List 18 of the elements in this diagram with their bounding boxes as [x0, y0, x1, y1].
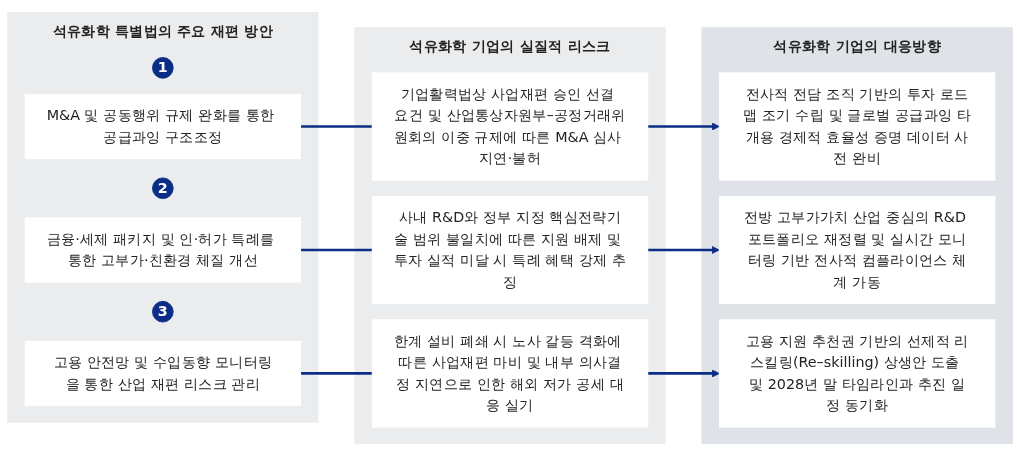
node-box: 전사적 전담 조직 기반의 투자 로드맵 조기 수립 및 글로벌 공급과잉 타개용 경제적 효율성 증명 데이터 사전 완비 [718, 72, 996, 181]
arrow [647, 246, 720, 254]
connector [300, 372, 373, 375]
node-box: 고용 안전망 및 수입동향 모니터링을 통한 산업 재편 리스크 관리 [24, 340, 302, 407]
node-box: 기업활력법상 사업재편 승인 선결 요건 및 산업통상자원부–공정거래위원회의 이중 규제에 따른 M&A 심사 지연·불허 [371, 72, 649, 181]
node-circle: 3 [152, 300, 174, 323]
node-circle: 2 [152, 177, 174, 200]
connector [300, 248, 373, 252]
node-box: M&A 및 공동행위 규제 완화를 통한 공급과잉 구조조정 [24, 93, 302, 160]
node-box: 고용 지원 추천권 기반의 선제적 리스킬링(Re–skilling) 상생안 도출 및 2028년 말 타임라인과 추진 일정 동기화 [718, 319, 996, 428]
node-box: 금융·세제 패키지 및 인·허가 특례를 통한 고부가·친환경 체질 개선 [24, 217, 302, 283]
arrow [647, 122, 720, 131]
node-box: 한계 설비 폐쇄 시 노사 갈등 격화에 따른 사업재편 마비 및 내부 의사결정 지연으로 인한 해외 저가 공세 대응 실기 [371, 319, 649, 428]
node-box: 사내 R&D와 정부 지정 핵심전략기술 범위 불일치에 따른 지원 배제 및 투자 실적 미달 시 특례 혜택 강제 추징 [371, 195, 649, 305]
node-box: 전방 고부가가치 산업 중심의 R&D 포트폴리오 재정렬 및 실시간 모니터링 기반 전사적 컴플라이언스 체계 가동 [718, 195, 996, 305]
connector [300, 125, 373, 128]
arrow [647, 369, 720, 378]
node-circle: 1 [152, 57, 174, 79]
